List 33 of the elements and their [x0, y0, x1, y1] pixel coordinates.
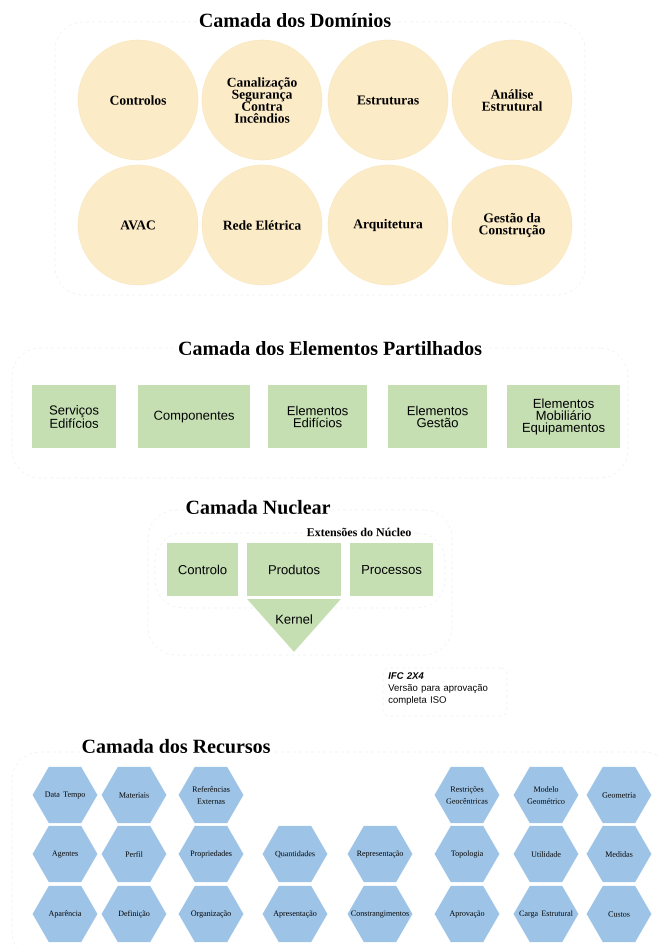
- element-box: Elementos Edifícios: [268, 385, 367, 448]
- resource-hexagon: Aparência: [32, 886, 98, 942]
- resource-hexagon: Representação: [348, 826, 412, 882]
- node-label: Camada dos Recursos: [82, 738, 270, 754]
- element-box: Elementos Gestão: [388, 385, 487, 448]
- kernel-triangle: Kernel: [247, 599, 341, 652]
- resource-hexagon: Organização: [178, 886, 244, 942]
- resource-hexagon: Materiais: [102, 766, 166, 824]
- resource-hexagon: Medidas: [586, 826, 652, 882]
- resource-hexagon: Data Tempo: [32, 766, 98, 824]
- element-box: Processos: [350, 543, 433, 596]
- element-box: Componentes: [138, 385, 250, 448]
- resource-hexagon: Geometria: [586, 766, 652, 824]
- resource-hexagon: Propriedades: [178, 826, 244, 882]
- element-box: Controlo: [167, 543, 238, 596]
- resource-hexagon: Modelo Geométrico: [514, 766, 578, 824]
- element-box: Serviços Edifícios: [32, 385, 116, 448]
- resource-hexagon: Aprovação: [434, 886, 500, 942]
- resource-hexagon: Constrangimentos: [348, 886, 412, 942]
- element-box: Elementos Mobiliário Equipamentos: [507, 385, 620, 448]
- resource-hexagon: Quantidades: [262, 826, 328, 882]
- resource-hexagon: Perfil: [102, 826, 166, 882]
- note-box: IFC 2X4 Versão para aprovação completa ISO: [382, 668, 508, 716]
- resource-hexagon: Referências Externas: [178, 766, 244, 824]
- resource-hexagon: Topologia: [434, 826, 500, 882]
- resource-hexagon: Apresentação: [262, 886, 328, 942]
- resource-hexagon: Custos: [586, 886, 652, 942]
- resource-hexagon: Carga Estrutural: [514, 886, 578, 942]
- resource-hexagon: Utilidade: [514, 826, 578, 882]
- resource-hexagon: Restrições Geocêntricas: [434, 766, 500, 824]
- resource-hexagon: Definição: [102, 886, 166, 942]
- resource-hexagon: Agentes: [32, 826, 98, 882]
- element-box: Produtos: [247, 543, 341, 596]
